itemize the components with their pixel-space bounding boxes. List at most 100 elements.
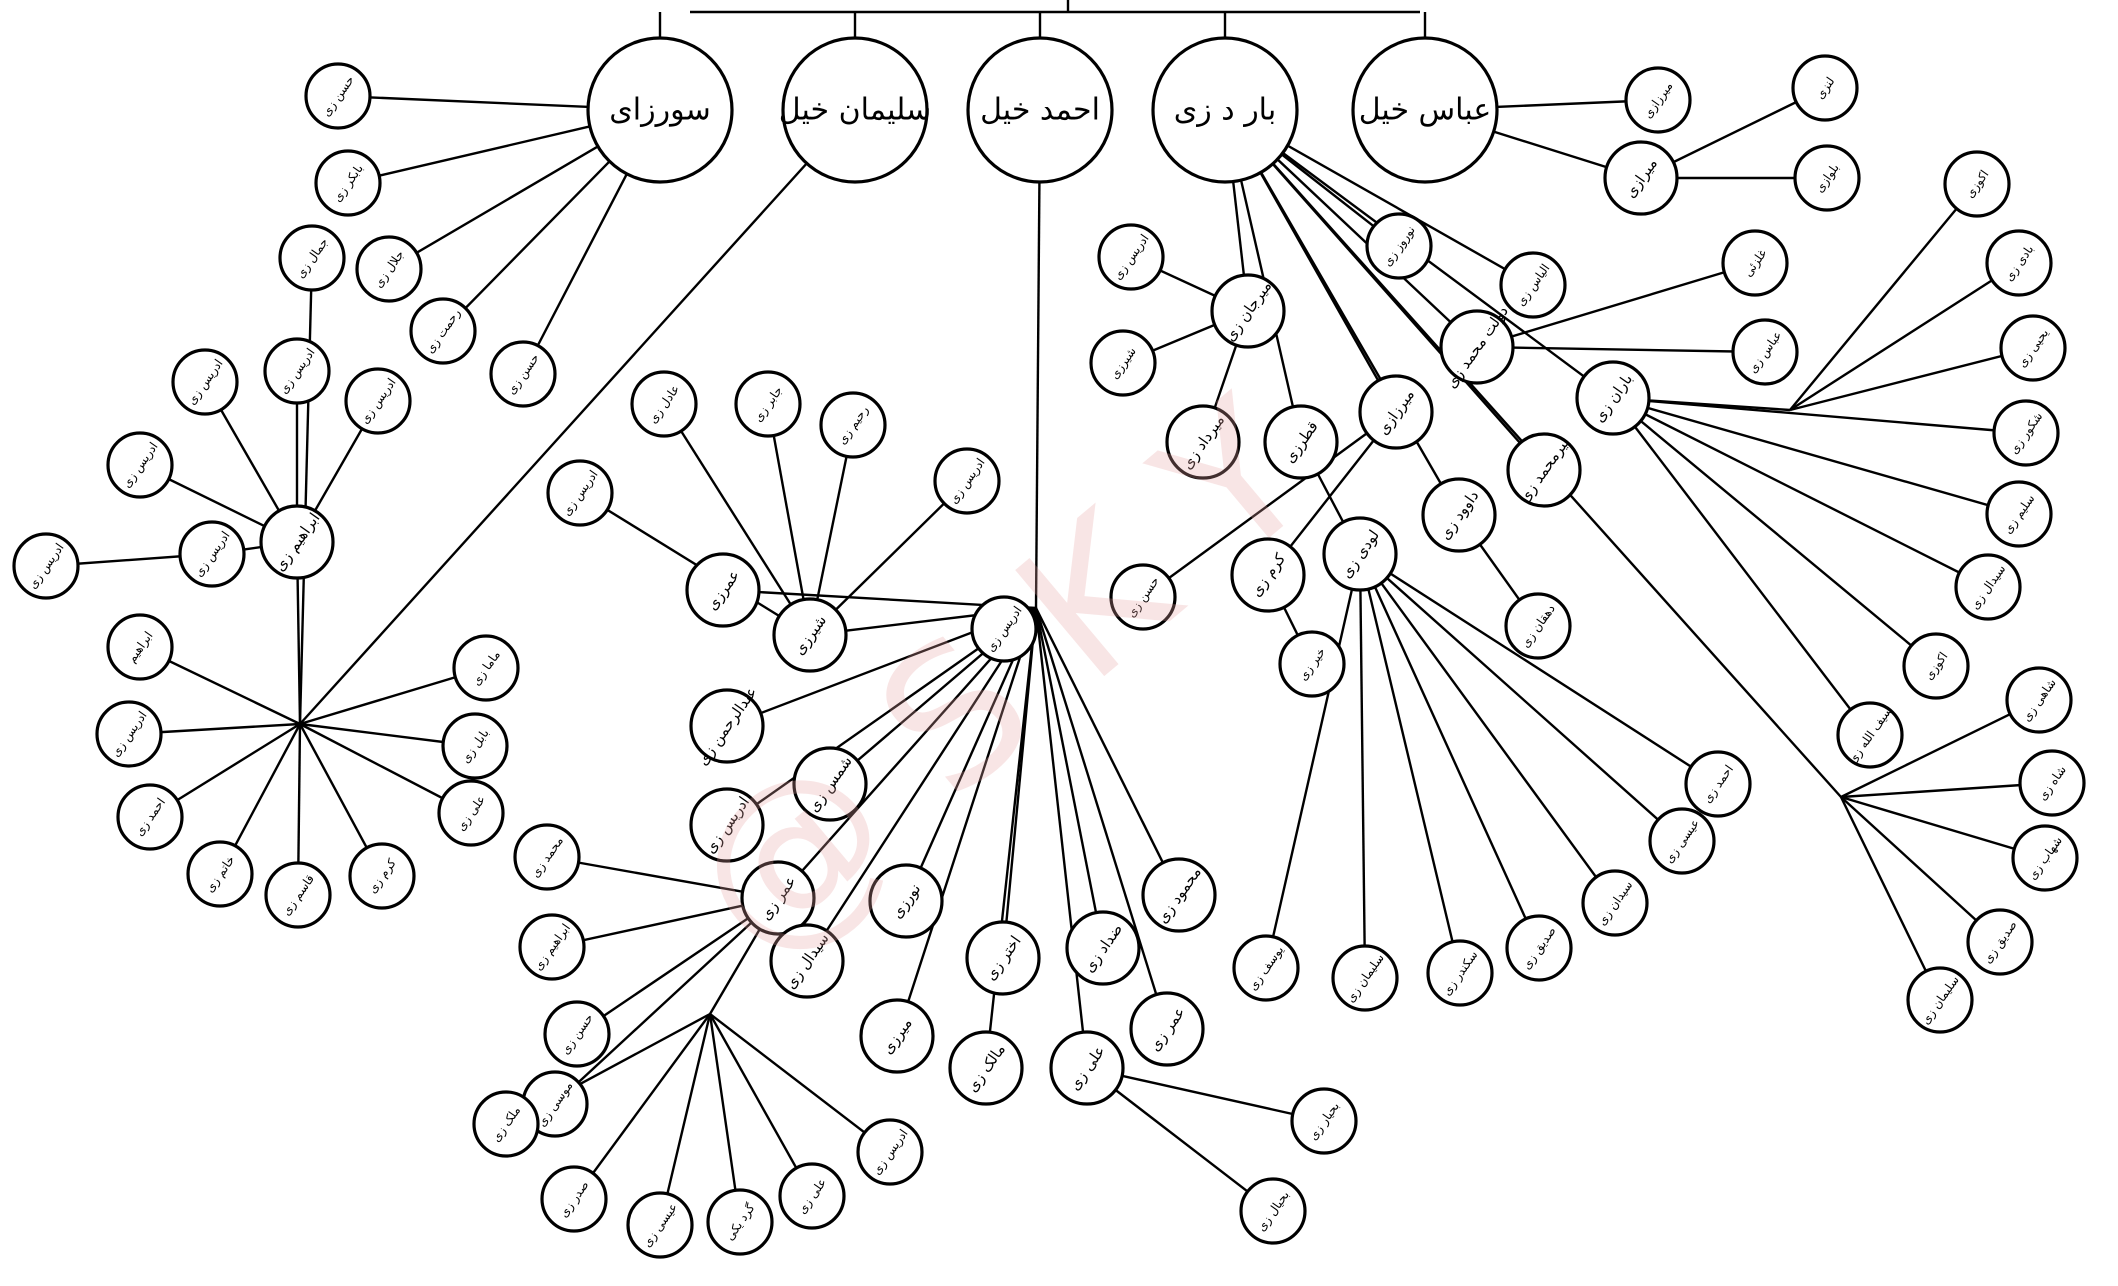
edge-b3-b3a — [1476, 261, 1756, 349]
node-circle — [348, 842, 416, 910]
tribe-node-a2b: بلوازی — [1793, 144, 1861, 212]
node-circle — [2018, 749, 2086, 817]
tribe-node-b4: باران زی — [1575, 360, 1651, 436]
tribe-node-s6: خاتم زی — [186, 840, 254, 908]
tribe-node-b13c: شهاب زی — [2011, 824, 2079, 892]
tribe-node-abbas: عباس خیل — [1351, 36, 1499, 184]
edge-b4-b4h — [1612, 397, 1871, 736]
node-circle — [441, 712, 509, 780]
node-label: عباس خیل — [1359, 93, 1492, 128]
node-circle — [1358, 374, 1434, 450]
node-circle — [452, 634, 520, 702]
edge-h1-h1d — [546, 855, 779, 900]
tribe-node-h12b: بحیال زی — [1239, 1177, 1307, 1245]
node-circle — [1603, 140, 1679, 216]
tribe-node-b4g: اکوزی — [1902, 632, 1970, 700]
edge-b12-b12b — [1358, 553, 1367, 979]
node-circle — [106, 613, 174, 681]
tribe-node-s4: ادریس زی — [95, 700, 163, 768]
node-circle — [948, 1030, 1024, 1106]
node-label: سلیمان خیل — [779, 93, 932, 128]
node-circle — [1791, 54, 1859, 122]
tribe-node-b4b: بادی زی — [1985, 229, 2053, 297]
edge-baranHub-b4b — [1789, 261, 2020, 412]
node-circle — [1365, 212, 1433, 280]
node-circle — [778, 1162, 846, 1230]
tribe-node-b13d: صدیق زی — [1966, 908, 2034, 976]
node-circle — [769, 923, 845, 999]
node-circle — [1943, 150, 2011, 218]
node-circle — [518, 913, 586, 981]
node-circle — [781, 36, 929, 184]
node-circle — [1906, 966, 1974, 1034]
node-circle — [1581, 869, 1649, 937]
edge-b4-b4g — [1612, 397, 1937, 667]
node-circle — [1954, 553, 2022, 621]
node-circle — [409, 297, 477, 365]
node-circle — [437, 779, 505, 847]
node-circle — [1109, 563, 1177, 631]
tribe-node-h12: علی زی — [1049, 1030, 1125, 1106]
edge-rightHub-b13c — [1840, 795, 2046, 860]
tribe-node-b8: قطرزی — [1263, 404, 1339, 480]
node-circle — [1439, 309, 1515, 385]
tribe-node-b4h: سیف الله زی — [1836, 701, 1904, 769]
tribe-node-h13: عمر زی — [1129, 991, 1205, 1067]
edge-h1-h1b — [576, 897, 779, 1035]
edge-b7-b7a — [1142, 411, 1397, 598]
tribe-node-h6b: عادل زی — [630, 370, 698, 438]
tribe-node-h8: سیدال زی — [769, 923, 845, 999]
node-circle — [1504, 592, 1572, 660]
node-circle — [772, 597, 848, 673]
node-circle — [513, 823, 581, 891]
node-circle — [1992, 399, 2060, 467]
tribe-node-b3a: غلزئی — [1721, 229, 1789, 297]
node-circle — [1793, 144, 1861, 212]
node-circle — [1505, 914, 1573, 982]
node-circle — [586, 36, 734, 184]
tribe-node-b12: لودی زی — [1322, 516, 1398, 592]
tribe-node-h1c: ابراهیم زی — [518, 913, 586, 981]
tribe-node-h16d: گرد یکی — [706, 1188, 774, 1256]
tribe-node-s3: ابراهیم — [106, 613, 174, 681]
node-circle — [630, 370, 698, 438]
node-circle — [685, 552, 761, 628]
edge-hub3-h16f — [709, 1013, 891, 1153]
edge-baranHub-b4a — [1789, 183, 1978, 411]
edge-b12-b12c — [1358, 553, 1462, 974]
tribe-node-h6f: ادریس زی — [970, 595, 1038, 663]
node-circle — [1097, 223, 1165, 291]
tribe-node-s9: علی زی — [437, 779, 505, 847]
node-circle — [314, 149, 382, 217]
node-circle — [868, 863, 944, 939]
tribe-node-b12a: یوسف زی — [1232, 934, 1300, 1002]
node-circle — [689, 787, 765, 863]
node-circle — [689, 688, 765, 764]
node-circle — [1290, 1087, 1358, 1155]
tribe-node-a2: میرازی — [1603, 140, 1679, 216]
tribe-node-s12: جمال زی — [278, 224, 346, 292]
edge-b12-b12g — [1359, 552, 1719, 786]
tribe-node-s1e: ادریس زی — [344, 367, 412, 435]
edge-b12-b12a — [1264, 553, 1362, 969]
tribe-node-h4: شمس زی — [792, 746, 868, 822]
node-circle — [1836, 701, 1904, 769]
tribe-node-b7: میرزازی — [1358, 374, 1434, 450]
tribe-node-h6d: رحیم زی — [819, 391, 887, 459]
node-circle — [540, 1165, 608, 1233]
edge-b12-b12f — [1359, 553, 1683, 842]
edge-h1-h1c — [551, 896, 779, 949]
tribe-node-h2: ادریس زی — [689, 787, 765, 863]
node-label: بار د زی — [1174, 93, 1276, 128]
node-circle — [1210, 273, 1286, 349]
node-circle — [734, 370, 802, 438]
node-circle — [264, 861, 332, 929]
node-circle — [1049, 1030, 1125, 1106]
edge-rightHub-b13a — [1840, 698, 2040, 799]
tribe-node-h15: محمود زی — [1141, 857, 1217, 933]
tribe-node-s2: ادریس زی — [12, 532, 80, 600]
tribe-node-b12b: سلیمان زی — [1331, 944, 1399, 1012]
tribe-node-b1: نوروز زی — [1365, 212, 1433, 280]
